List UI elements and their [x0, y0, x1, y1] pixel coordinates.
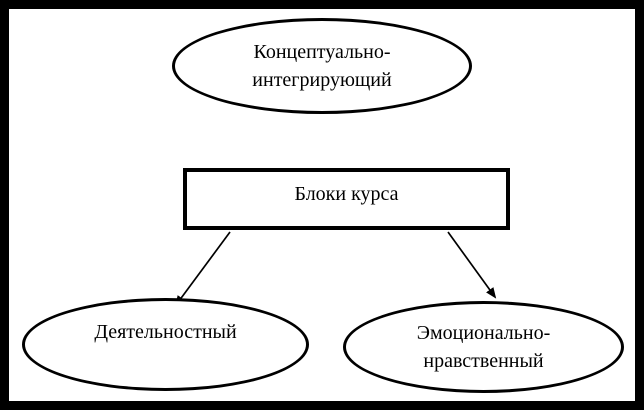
node-course-blocks: Блоки курса — [183, 168, 510, 230]
node-course-blocks-label: Блоки курса — [294, 183, 399, 205]
arrow-to-emotional — [447, 231, 497, 299]
arrow-to-activity — [174, 231, 231, 307]
node-conceptual-label-line2: интегрирующий — [252, 69, 392, 91]
node-conceptual-label-line1: Концептуально- — [253, 41, 391, 63]
node-emotional-label-line1: Эмоционально- — [416, 322, 551, 344]
node-conceptual-integrating: Концептуально- интегрирующий — [172, 18, 472, 114]
node-activity-label: Деятельностный — [94, 320, 237, 343]
node-emotional-moral: Эмоционально- нравственный — [343, 301, 624, 393]
node-activity: Деятельностный — [22, 298, 309, 391]
node-emotional-label-line2: нравственный — [423, 350, 544, 372]
